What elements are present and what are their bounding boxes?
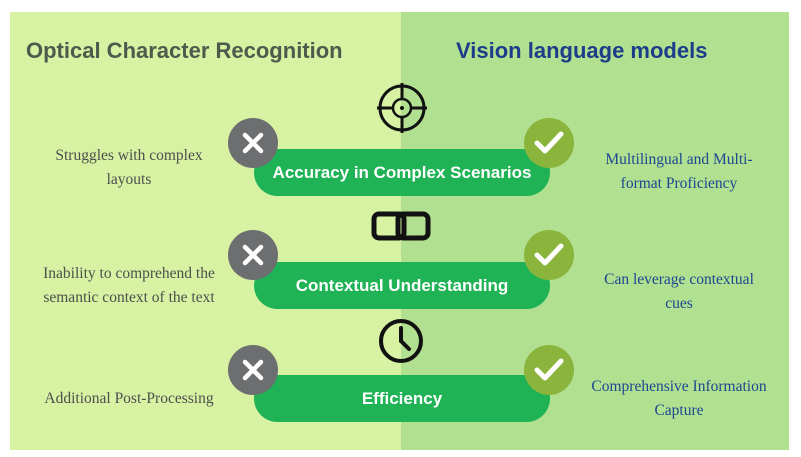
vlm-note-line: Capture bbox=[654, 402, 704, 419]
crosshair-icon bbox=[377, 83, 427, 133]
ocr-heading: Optical Character Recognition bbox=[26, 38, 343, 63]
ocr-note-line: Inability to comprehend the bbox=[43, 265, 215, 282]
checkmark-icon bbox=[534, 358, 564, 381]
ocr-negative-badge bbox=[228, 118, 278, 168]
ocr-note: Inability to comprehend the semantic con… bbox=[18, 262, 240, 310]
vlm-positive-badge bbox=[524, 230, 574, 280]
ocr-note: Struggles with complex layouts bbox=[30, 144, 228, 192]
x-icon bbox=[242, 132, 264, 154]
link-icon bbox=[371, 211, 431, 241]
vlm-note: Comprehensive Information Capture bbox=[570, 375, 788, 423]
ocr-note-line: Struggles with complex bbox=[55, 147, 203, 164]
vlm-note-line: Can leverage contextual bbox=[604, 271, 754, 288]
x-icon bbox=[242, 359, 264, 381]
vlm-note: Multilingual and Multi- format Proficien… bbox=[578, 148, 780, 196]
category-pill-context: Contextual Understanding bbox=[254, 262, 550, 309]
vlm-note-line: Comprehensive Information bbox=[591, 378, 767, 395]
ocr-negative-badge bbox=[228, 230, 278, 280]
x-icon bbox=[242, 244, 264, 266]
vlm-note: Can leverage contextual cues bbox=[578, 268, 780, 316]
clock-icon bbox=[379, 319, 423, 363]
ocr-negative-badge bbox=[228, 345, 278, 395]
vlm-note-line: format Proficiency bbox=[620, 175, 738, 192]
comparison-diagram: Optical Character Recognition Vision lan… bbox=[10, 12, 789, 450]
ocr-note-line: layouts bbox=[106, 171, 152, 188]
vlm-heading: Vision language models bbox=[456, 38, 708, 63]
category-pill-efficiency: Efficiency bbox=[254, 375, 550, 422]
ocr-note: Additional Post-Processing bbox=[18, 387, 240, 411]
category-pill-accuracy: Accuracy in Complex Scenarios bbox=[254, 149, 550, 196]
checkmark-icon bbox=[534, 131, 564, 154]
ocr-note-line: semantic context of the text bbox=[43, 289, 215, 306]
vlm-positive-badge bbox=[524, 345, 574, 395]
vlm-note-line: Multilingual and Multi- bbox=[605, 151, 753, 168]
vlm-note-line: cues bbox=[665, 295, 693, 312]
vlm-positive-badge bbox=[524, 118, 574, 168]
checkmark-icon bbox=[534, 243, 564, 266]
ocr-note-line: Additional Post-Processing bbox=[44, 390, 214, 407]
